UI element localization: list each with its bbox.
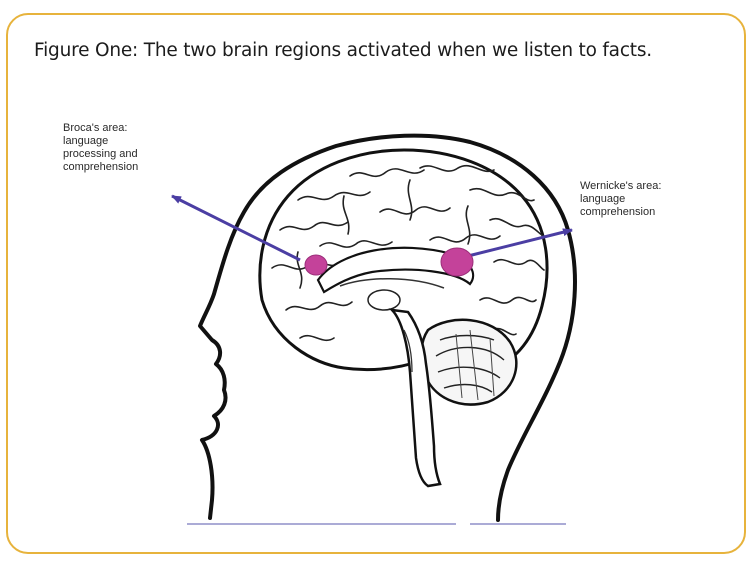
- broca-label-line: Broca's area:: [63, 122, 128, 134]
- fornix: [339, 277, 445, 289]
- wernicke-region-marker: [440, 247, 474, 277]
- broca-arrow: [171, 194, 301, 262]
- cerebellum: [420, 318, 518, 406]
- wernicke-label-line: language: [580, 193, 626, 205]
- wernicke-area-label: Wernicke's area: language comprehension: [580, 180, 661, 219]
- wernicke-label-line: comprehension: [580, 206, 656, 218]
- broca-label-line: processing and: [63, 148, 138, 160]
- brain-folds: [271, 164, 545, 342]
- figure-caption: Figure One: The two brain regions activa…: [34, 40, 652, 61]
- corpus-callosum: [316, 246, 475, 294]
- broca-region-marker: [304, 254, 328, 276]
- wernicke-arrow: [467, 228, 573, 258]
- broca-area-label: Broca's area: language processing and co…: [63, 122, 138, 174]
- thalamus: [367, 289, 401, 311]
- wernicke-label-line: Wernicke's area:: [580, 180, 662, 192]
- broca-label-line: language: [63, 135, 109, 147]
- pons-detail: [403, 329, 413, 373]
- brainstem: [388, 308, 442, 488]
- broca-label-line: comprehension: [63, 161, 139, 173]
- head-outline: [198, 133, 577, 522]
